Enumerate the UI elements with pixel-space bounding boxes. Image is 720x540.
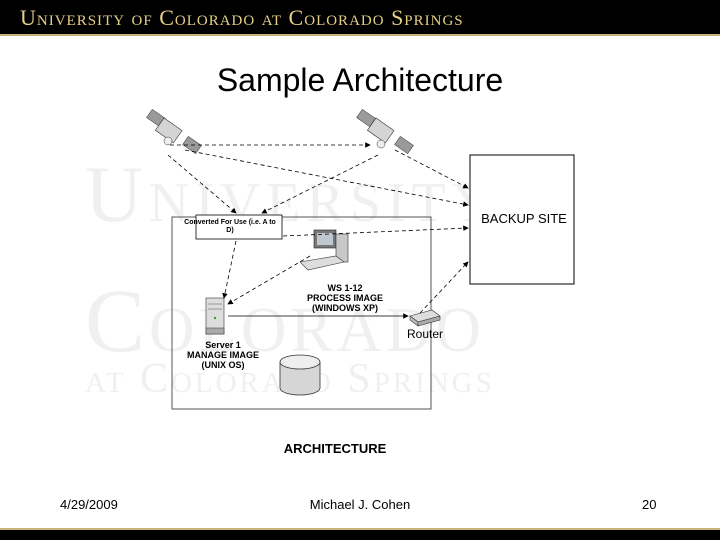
server-label-line-1: Server 1 [205,340,241,350]
footer-date: 4/29/2009 [60,497,118,512]
university-banner: University of Colorado at Colorado Sprin… [0,0,720,34]
converted-label: Converted For Use (i.e. A to D) [184,219,276,234]
banner-divider [0,34,720,36]
slide-title: Sample Architecture [216,62,504,98]
backup-site-box [469,154,575,285]
banner-text: University of Colorado at Colorado Sprin… [20,5,464,30]
backup-site-label: BACKUP SITE [481,211,567,226]
diagram-caption: ARCHITECTURE [283,441,387,456]
footer-page-number: 20 [642,497,657,512]
connection-lines [167,142,469,319]
converted-box [195,214,283,240]
server-label-line-3: (UNIX OS) [201,360,245,370]
workstation-label: WS 1-12 PROCESS IMAGE (WINDOWS XP) [290,283,400,313]
workstation-label-line-3: (WINDOWS XP) [312,303,378,313]
watermark-line-1: University [85,151,499,239]
server-label-line-2: MANAGE IMAGE [187,350,259,360]
workstation-icon [299,229,349,271]
workstation-label-line-1: WS 1-12 [327,283,363,293]
server-label: Server 1 MANAGE IMAGE (UNIX OS) [178,340,268,370]
router-label: Router [407,327,444,341]
router-icon [409,309,441,327]
footer-divider [0,528,720,530]
footer-bar [0,530,720,540]
satellite-1-icon [146,108,202,155]
workstation-label-line-2: PROCESS IMAGE [306,293,383,303]
server-icon [205,297,225,335]
footer-author: Michael J. Cohen [309,497,411,512]
satellite-2-icon [356,108,414,155]
database-icon [279,354,321,396]
